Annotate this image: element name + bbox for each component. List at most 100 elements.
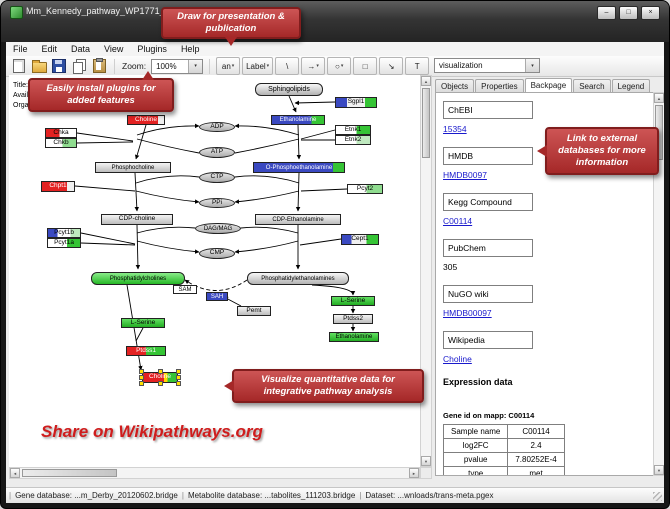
arrow-tool-icon: → — [307, 61, 316, 71]
datanode-tool-icon: an — [221, 61, 231, 71]
save-button[interactable] — [50, 58, 68, 74]
label-tool[interactable]: Label▾ — [242, 57, 274, 75]
backpage-link[interactable]: HMDB0097 — [443, 170, 487, 180]
open-folder-button[interactable] — [30, 58, 48, 74]
scroll-arrow-icon[interactable]: ▲ — [654, 93, 664, 103]
pathway-node-l-serine[interactable]: L-Serine — [121, 318, 165, 328]
menu-plugins[interactable]: Plugins — [137, 44, 167, 54]
scroll-arrow-icon[interactable]: ▲ — [421, 76, 431, 86]
close-button[interactable]: × — [641, 6, 660, 20]
pathway-node-l-serine[interactable]: L-Serine — [331, 296, 375, 306]
pathway-node-pcyt2[interactable]: Pcyt2 — [347, 184, 383, 194]
scroll-thumb[interactable] — [422, 88, 430, 158]
line-tool[interactable]: \ — [275, 57, 300, 75]
toolbar: Zoom: 100% ▾ an▾Label▾\→▾○▾□↘T visualiza… — [6, 56, 664, 77]
pathway-node-o-phosphoethanolamine[interactable]: O-Phosphoethanolamine — [253, 162, 345, 173]
save-icon — [52, 59, 66, 73]
selection-handle — [157, 381, 163, 386]
new-file-button[interactable] — [10, 58, 28, 74]
backpage-link[interactable]: 15354 — [443, 124, 467, 134]
backpage-link[interactable]: HMDB00097 — [443, 308, 492, 318]
status-separator: | — [359, 491, 362, 500]
scroll-arrow-icon[interactable]: ◄ — [10, 468, 20, 478]
maximize-button[interactable]: □ — [619, 6, 638, 20]
paste-button[interactable] — [90, 58, 108, 74]
pathway-node-ppi[interactable]: PPi — [199, 198, 235, 208]
selection-handle — [176, 375, 181, 380]
connector-tool[interactable]: ↘ — [379, 57, 404, 75]
pathway-node-ptdss2[interactable]: Ptdss2 — [333, 314, 373, 324]
menu-file[interactable]: File — [13, 44, 28, 54]
pathway-node-chkb[interactable]: Chkb — [45, 138, 77, 148]
backpage-link[interactable]: C00114 — [443, 216, 473, 226]
backpage-link[interactable]: Choline — [443, 354, 472, 364]
pathway-node-pemt[interactable]: Pemt — [237, 306, 271, 316]
resize-grip[interactable] — [653, 492, 662, 501]
arrow-tool[interactable]: →▾ — [301, 57, 326, 75]
tab-search[interactable]: Search — [573, 79, 611, 92]
pathway-node-pcyt1b[interactable]: Pcyt1b — [47, 228, 81, 238]
pathway-node-ethanolamine[interactable]: Ethanolamine — [271, 115, 325, 125]
pathway-node-ptdss1[interactable]: Ptdss1 — [126, 346, 166, 356]
pathway-node-cept1[interactable]: Cept1 — [341, 234, 379, 245]
pathway-node-sam[interactable]: SAM — [173, 285, 197, 294]
pathway-node-atp[interactable]: ATP — [199, 147, 235, 158]
scroll-arrow-icon[interactable]: ▼ — [421, 456, 431, 466]
oval-tool[interactable]: ○▾ — [327, 57, 352, 75]
chevron-down-icon[interactable]: ▾ — [188, 59, 203, 73]
file-toolbar-group — [10, 58, 108, 74]
expression-data-heading: Expression data — [443, 377, 513, 387]
menu-help[interactable]: Help — [180, 44, 200, 54]
tab-properties[interactable]: Properties — [475, 79, 524, 92]
app-icon — [10, 6, 23, 19]
pathway-node-chka[interactable]: Chka — [45, 128, 77, 138]
text-tool[interactable]: T — [405, 57, 430, 75]
pathway-node-dag-mag[interactable]: DAG/MAG — [195, 223, 241, 234]
pathway-node-pcyt1a[interactable]: Pcyt1a — [47, 238, 81, 248]
callout-text: Easily install plugins for added feature… — [46, 83, 156, 106]
canvas-vertical-scrollbar[interactable]: ▲▼ — [420, 75, 432, 467]
pathway-node-etnk2[interactable]: Etnk2 — [335, 135, 371, 145]
chevron-down-icon[interactable]: ▾ — [525, 59, 539, 72]
datanode-tool[interactable]: an▾ — [216, 57, 241, 75]
pathway-node-phosphatidylethanolamines[interactable]: Phosphatidylethanolamines — [247, 272, 349, 285]
menu-view[interactable]: View — [104, 44, 124, 54]
zoom-combo[interactable]: 100% ▾ — [151, 58, 204, 74]
pathway-node-adp[interactable]: ADP — [199, 122, 235, 132]
pathway-node-phosphocholine[interactable]: Phosphocholine — [95, 162, 171, 173]
scroll-arrow-icon[interactable]: ► — [409, 468, 419, 478]
pathway-node-ctp[interactable]: CTP — [199, 172, 235, 183]
copy-button[interactable] — [70, 58, 88, 74]
pathway-node-cdp-ethanolamine[interactable]: CDP-Ethanolamine — [255, 214, 341, 225]
tab-legend[interactable]: Legend — [611, 79, 651, 92]
pathway-node-cdp-choline[interactable]: CDP-choline — [101, 214, 173, 225]
scroll-thumb[interactable] — [22, 469, 117, 477]
pathway-node-sgpl1[interactable]: Sgpl1 — [335, 97, 377, 108]
menu-data[interactable]: Data — [71, 44, 91, 54]
tab-objects[interactable]: Objects — [435, 79, 475, 92]
callout-pointer — [142, 71, 154, 80]
pathway-node-sah[interactable]: SAH — [206, 292, 228, 301]
menu-edit[interactable]: Edit — [41, 44, 58, 54]
callout-text: Draw for presentation & publication — [177, 11, 285, 34]
pathway-node-sphingolipids[interactable]: Sphingolipids — [255, 83, 323, 96]
statusbar: |Gene database: ...m_Derby_20120602.brid… — [6, 487, 664, 503]
titlebar[interactable]: Mm_Kennedy_pathway_WP1771_45176.gpml –□× — [1, 1, 669, 42]
pathway-node-ethanolamine[interactable]: Ethanolamine — [329, 332, 379, 342]
visualization-combo[interactable]: visualization ▾ — [434, 58, 540, 73]
pathway-node-phosphatidylcholines[interactable]: Phosphatidylcholines — [91, 272, 185, 285]
minimize-button[interactable]: – — [597, 6, 616, 20]
pathway-node-cmp[interactable]: CMP — [199, 248, 235, 259]
pathway-node-chpt1[interactable]: Chpt1 — [41, 181, 75, 192]
chevron-down-icon: ▾ — [316, 63, 319, 69]
rectangle-tool[interactable]: □ — [353, 57, 378, 75]
canvas-horizontal-scrollbar[interactable]: ◄► — [9, 467, 420, 479]
tab-backpage[interactable]: Backpage — [524, 78, 573, 92]
pathway-node-choline[interactable]: Choline — [127, 115, 165, 125]
scroll-arrow-icon[interactable]: ▼ — [654, 465, 664, 475]
pathway-node-etnk1[interactable]: Etnk1 — [335, 125, 371, 135]
